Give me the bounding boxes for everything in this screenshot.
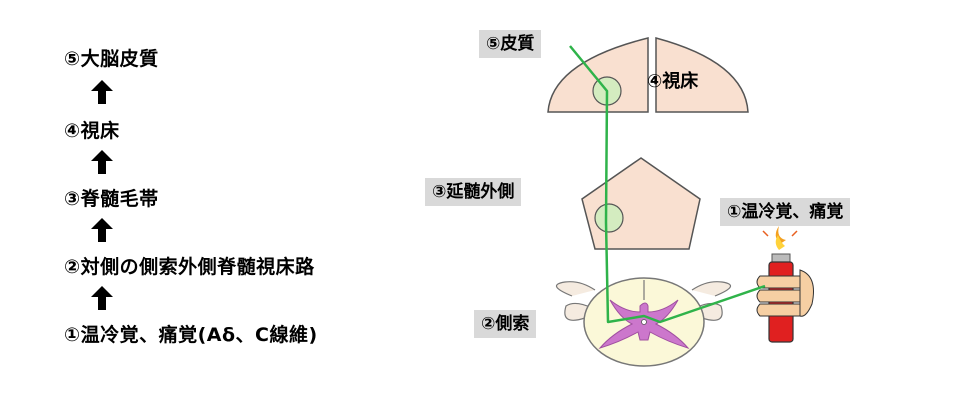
up-arrow-icon xyxy=(91,80,113,104)
label-medulla: ③延髄外側 xyxy=(425,178,522,206)
spinal-cord-section xyxy=(556,277,731,367)
left-hemisphere xyxy=(547,37,649,113)
up-arrow-icon xyxy=(91,286,113,310)
label-thalamus: ④視床 xyxy=(647,71,699,92)
right-hemisphere xyxy=(655,37,749,113)
step-cerebral-cortex: ⑤大脳皮質 xyxy=(64,48,159,70)
step-temperature-pain: ①温冷覚、痛覚(Aδ、C線維) xyxy=(64,324,318,346)
label-cortex: ⑤皮質 xyxy=(479,30,542,58)
up-arrow-icon xyxy=(91,218,113,242)
label-lateral-column: ②側索 xyxy=(474,310,537,338)
step-spinothalamic-tract: ②対側の側索外側脊髄視床路 xyxy=(64,256,315,278)
step-thalamus: ④視床 xyxy=(64,120,120,142)
lighter-hand-illustration xyxy=(756,218,814,343)
up-arrow-icon xyxy=(91,150,113,174)
medulla-nucleus xyxy=(594,203,624,233)
medulla-pentagon xyxy=(581,157,701,250)
step-spinal-lemniscus: ③脊髄毛帯 xyxy=(64,188,159,210)
pathway-line xyxy=(569,45,766,324)
label-stimulus: ①温冷覚、痛覚 xyxy=(720,198,851,226)
